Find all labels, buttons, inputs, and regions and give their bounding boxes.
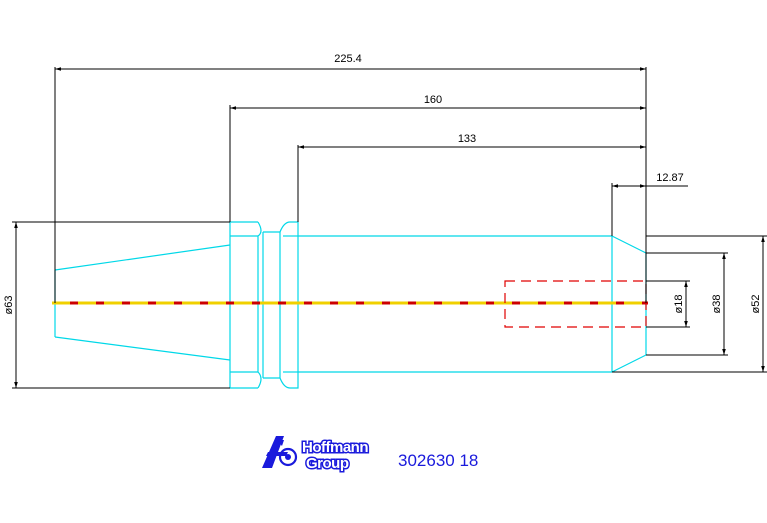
hoffmann-group-logo: Hoffmann Group (262, 436, 370, 474)
dim-text-225: 225.4 (334, 53, 362, 65)
dimension-225: 225.4 (54, 53, 647, 303)
part-outline (54, 221, 647, 389)
logo-text-line1: Hoffmann (302, 439, 368, 456)
dim-text-dia-18: ø18 (673, 295, 685, 314)
dimension-dia-63: ø63 (3, 221, 230, 389)
dim-text-dia-63: ø63 (3, 296, 15, 315)
dim-text-dia-38: ø38 (711, 295, 723, 314)
logo-text-line2: Group (306, 455, 349, 472)
dimension-12-87: 12.87 (611, 172, 688, 236)
dim-text-133: 133 (458, 133, 476, 145)
dimension-160: 160 (229, 94, 646, 222)
dim-text-160: 160 (424, 94, 442, 106)
dimension-133: 133 (297, 133, 646, 222)
part-number: 302630 18 (398, 451, 478, 470)
dimension-dia-52: ø52 (612, 235, 767, 373)
hoffmann-emblem-icon (262, 436, 298, 468)
dimension-dia-38: ø38 (646, 252, 728, 356)
dim-text-dia-52: ø52 (750, 295, 762, 314)
dim-text-12-87: 12.87 (656, 172, 684, 184)
dimension-dia-18: ø18 (646, 280, 690, 328)
hidden-bore (504, 280, 647, 328)
